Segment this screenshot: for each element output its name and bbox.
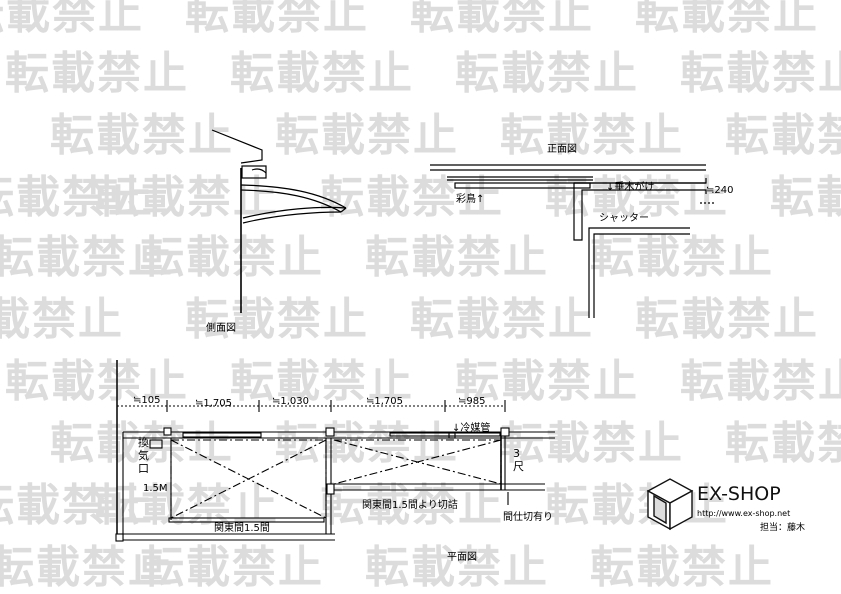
- plan-view: [115, 360, 555, 542]
- watermark-text: 転載禁止: [50, 110, 234, 161]
- watermark-text: 転載禁止: [365, 542, 549, 593]
- watermark-text: 転載禁止: [0, 480, 154, 531]
- watermark-text: 転載禁止: [410, 0, 594, 39]
- watermark-text: 転載禁止: [635, 0, 819, 39]
- watermark-text: 転載禁止: [0, 0, 144, 39]
- watermark-text: 転載禁止: [50, 418, 234, 469]
- watermark-text: 転載禁止: [365, 232, 549, 283]
- kanto-1-5-cut-label: 関東間1.5間より切詰: [362, 498, 458, 511]
- watermark-text: 転載禁止: [0, 542, 174, 593]
- shaku3-label: 3 尺: [513, 447, 524, 473]
- fascia-label: ↓垂木がけ: [606, 180, 654, 193]
- watermark-text: 転載禁止: [0, 172, 154, 223]
- vent-label-char-2: 気: [138, 448, 149, 462]
- vent-label-char-3: 口: [138, 462, 149, 475]
- plan-view-caption: 平面図: [447, 551, 477, 563]
- ex-shop-logo-icon: [646, 478, 694, 531]
- kanto-1-5-label: 関東間1.5間: [214, 521, 270, 534]
- watermark-text: 転載禁止: [230, 48, 414, 99]
- watermark-text: 転載禁止: [500, 110, 684, 161]
- watermark-text: 転載禁止: [590, 542, 774, 593]
- dim-1-5m: 1.5M: [143, 483, 168, 494]
- dim-985: ≒985: [458, 396, 485, 407]
- side-view: [211, 129, 347, 313]
- refrigerant-pipe-label: ↓冷媒管: [452, 421, 490, 434]
- watermark-text: 転載禁止: [680, 356, 841, 407]
- watermark-text: 転載禁止: [275, 110, 459, 161]
- watermark-text: 転載禁止: [140, 542, 324, 593]
- watermark-text: 転載禁止: [455, 356, 639, 407]
- shaku3-char-2: 尺: [513, 460, 524, 473]
- watermark-text: 転載禁止: [185, 294, 369, 345]
- watermark-text: 転載禁止: [770, 172, 841, 223]
- shaku3-char-1: 3: [513, 447, 520, 460]
- watermark-text: 転載禁止: [500, 418, 684, 469]
- watermark-text: 転載禁止: [0, 232, 174, 283]
- vent-label-char-1: 換: [138, 436, 149, 449]
- watermark-text: 転載禁止: [275, 418, 459, 469]
- dim-105: ≒105: [133, 395, 160, 406]
- watermark-text: 転載禁止: [5, 356, 189, 407]
- watermark-text: 転載禁止: [140, 232, 324, 283]
- shop-url[interactable]: http://www.ex-shop.net: [697, 509, 790, 518]
- watermark-text: 転載禁止: [725, 110, 841, 161]
- partition-label: 間仕切有り: [503, 510, 553, 523]
- front-view-caption: 正面図: [547, 143, 577, 155]
- aya-label: 彩鳥↑: [456, 192, 484, 205]
- watermark-text: 転載禁止: [410, 294, 594, 345]
- watermark-text: 転載禁止: [5, 48, 189, 99]
- staff-label: 担当：藤木: [760, 521, 805, 533]
- watermark-text: 転載禁止: [725, 418, 841, 469]
- front-view: [430, 164, 715, 318]
- dim-1705-b: ≒1,705: [366, 396, 403, 407]
- watermark-text: 転載禁止: [185, 0, 369, 39]
- watermark-text: 転載禁止: [590, 232, 774, 283]
- watermark-text: 転載禁止: [455, 48, 639, 99]
- dim-1705-a: ≒1,705: [195, 398, 232, 409]
- vent-label: 換 気 口: [138, 436, 149, 475]
- dim-1030: ≒1,030: [272, 396, 309, 407]
- watermark-text: 転載禁止: [635, 294, 819, 345]
- watermark-text: 転載禁止: [680, 48, 841, 99]
- dimension-240: ≒240: [706, 185, 733, 196]
- shutter-label: シャッター: [599, 212, 649, 224]
- side-view-caption: 側面図: [206, 321, 236, 334]
- watermark-text: 転載禁止: [0, 294, 124, 345]
- watermark-text: 転載禁止: [545, 480, 729, 531]
- ex-shop-logo-text: EX-SHOP: [697, 483, 781, 505]
- watermark-text: 転載禁止: [230, 356, 414, 407]
- watermark-text: 転載禁止: [95, 172, 279, 223]
- watermark-text: 転載禁止: [320, 480, 504, 531]
